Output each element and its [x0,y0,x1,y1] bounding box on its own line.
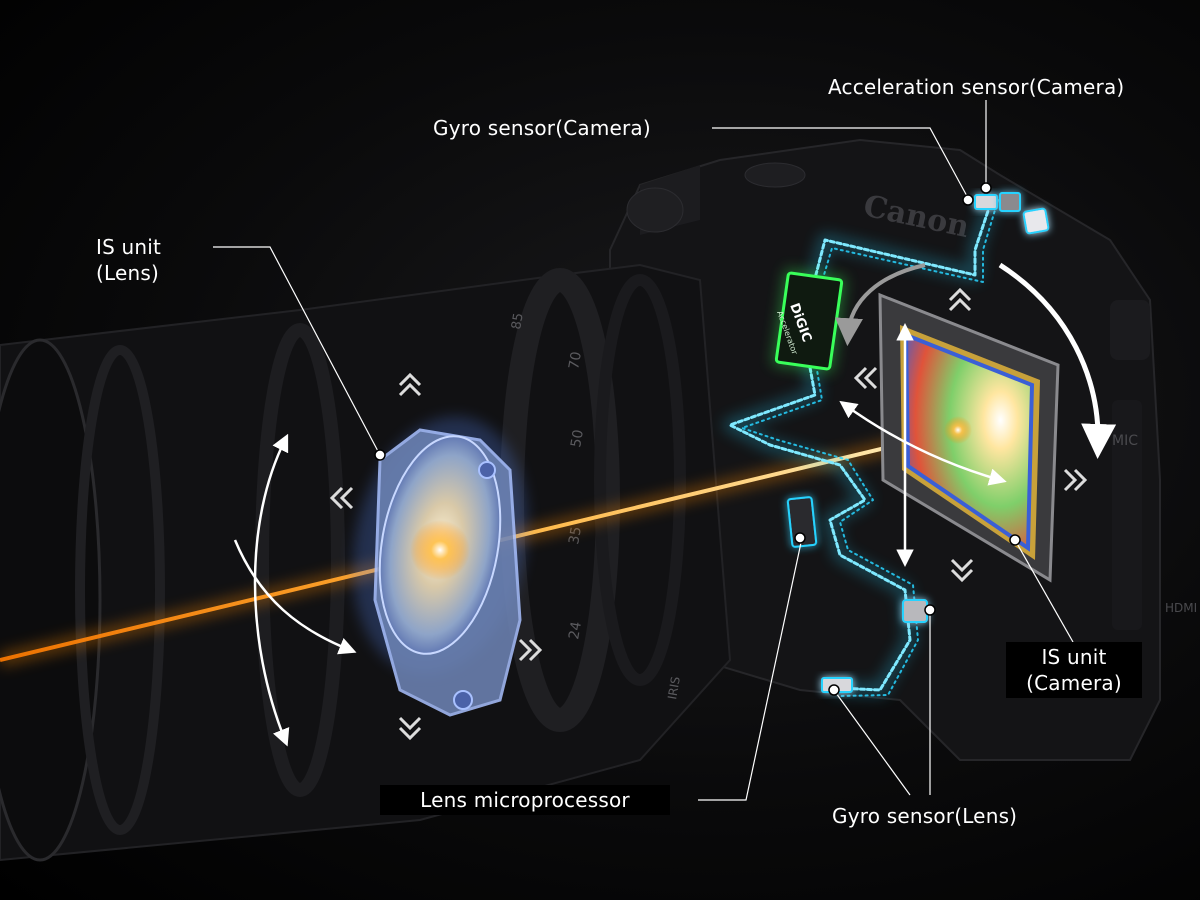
is-unit-camera-label-line2: (Camera) [1026,671,1122,695]
focal-50-text: 50 [568,428,587,448]
hdmi-text: HDMI [1165,601,1197,615]
lens-microprocessor-label: Lens microprocessor [380,785,670,815]
focal-24-text: 24 [566,620,585,640]
is-unit-lens-label: IS unit (Lens) [96,234,161,286]
iris-text: IRIS [665,675,683,700]
lens-microprocessor-chip [786,496,818,548]
leader-gyro-sensor-camera [712,127,969,199]
motion-arrows [233,262,1117,747]
gyro-sensor-lens-label: Gyro sensor(Lens) [832,804,1018,828]
mic-text: MIC [1112,433,1138,449]
focal-85-text: 85 [509,312,527,331]
acceleration-sensor-camera-label: Acceleration sensor(Camera) [828,75,1125,99]
is-unit-lens-label-line1: IS unit [96,235,162,259]
is-unit-camera-label-line1: IS unit [1041,645,1107,669]
leader-lens-microprocessor [698,537,803,801]
digic-chip: DiGIC Accelerator [771,268,847,374]
is-unit-camera-label: IS unit (Camera) [1006,642,1142,698]
gyro-sensor-camera-chip [974,194,998,210]
is-unit-lens-label-line2: (Lens) [96,261,159,285]
leader-gyro-sensor-lens-a [835,692,911,796]
gyro-sensor-camera-label: Gyro sensor(Camera) [433,116,651,140]
leader-is-unit-lens [213,246,381,456]
chevron-marks [329,287,1088,741]
focal-70-text: 70 [566,350,585,370]
leader-is-unit-camera [1014,539,1074,643]
lens-is-group [352,416,528,717]
callout-dots [374,182,1021,696]
callout-lines [213,100,1074,801]
acceleration-sensor-camera-chip [999,192,1050,235]
focal-35-text: 35 [566,525,585,545]
